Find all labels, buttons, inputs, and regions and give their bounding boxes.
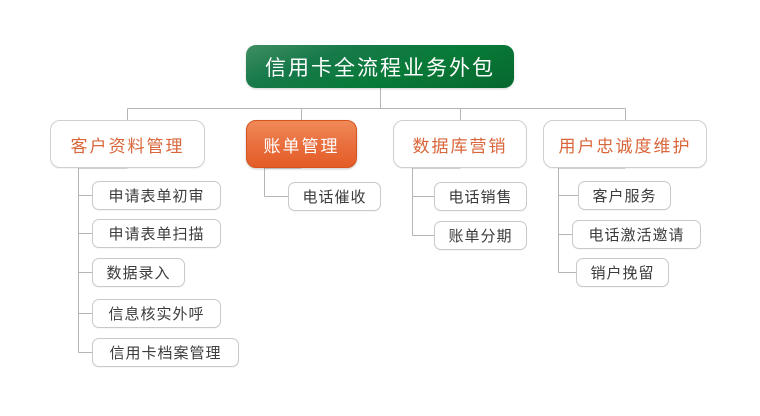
- leaf-node-label: 信息核实外呼: [108, 307, 205, 323]
- leaf-node-account-closure-retention[interactable]: 销户挽留: [576, 258, 669, 287]
- branch-node-label: 客户资料管理: [70, 136, 185, 156]
- branch-node-customer-data-management[interactable]: 客户资料管理: [50, 120, 205, 168]
- leaf-node-information-verification-outbound-call[interactable]: 信息核实外呼: [92, 299, 221, 328]
- leaf-node-label: 电话催收: [302, 190, 367, 206]
- branch-node-database-marketing[interactable]: 数据库营销: [393, 120, 527, 168]
- root-node-credit-card-outsourcing[interactable]: 信用卡全流程业务外包: [246, 45, 514, 88]
- leaf-node-data-entry[interactable]: 数据录入: [92, 258, 185, 287]
- leaf-node-bill-installment[interactable]: 账单分期: [434, 221, 527, 250]
- branch-node-label: 用户忠诚度维护: [558, 136, 692, 156]
- leaf-node-phone-collection[interactable]: 电话催收: [288, 182, 381, 211]
- leaf-node-phone-activation-invitation[interactable]: 电话激活邀请: [572, 220, 701, 249]
- leaf-node-credit-card-archive-management[interactable]: 信用卡档案管理: [92, 338, 239, 367]
- leaf-node-label: 客户服务: [592, 189, 657, 205]
- leaf-node-label: 销户挽留: [590, 266, 655, 282]
- branch-node-label: 账单管理: [263, 136, 340, 156]
- branch-node-billing-management[interactable]: 账单管理: [246, 120, 357, 168]
- leaf-node-label: 申请表单初审: [108, 189, 205, 205]
- leaf-node-customer-service[interactable]: 客户服务: [578, 181, 671, 210]
- leaf-node-label: 数据录入: [106, 266, 171, 282]
- branch-node-label: 数据库营销: [412, 136, 508, 156]
- leaf-node-application-form-initial-review[interactable]: 申请表单初审: [92, 181, 221, 210]
- root-node-label: 信用卡全流程业务外包: [265, 55, 495, 80]
- leaf-node-label: 账单分期: [448, 229, 513, 245]
- leaf-node-application-form-scan[interactable]: 申请表单扫描: [92, 219, 221, 248]
- leaf-node-label: 电话销售: [448, 190, 513, 206]
- leaf-node-label: 信用卡档案管理: [109, 346, 222, 362]
- leaf-node-label: 电话激活邀请: [588, 228, 685, 244]
- branch-node-user-loyalty-maintenance[interactable]: 用户忠诚度维护: [543, 120, 707, 168]
- leaf-node-telemarketing[interactable]: 电话销售: [434, 182, 527, 211]
- leaf-node-label: 申请表单扫描: [108, 227, 205, 243]
